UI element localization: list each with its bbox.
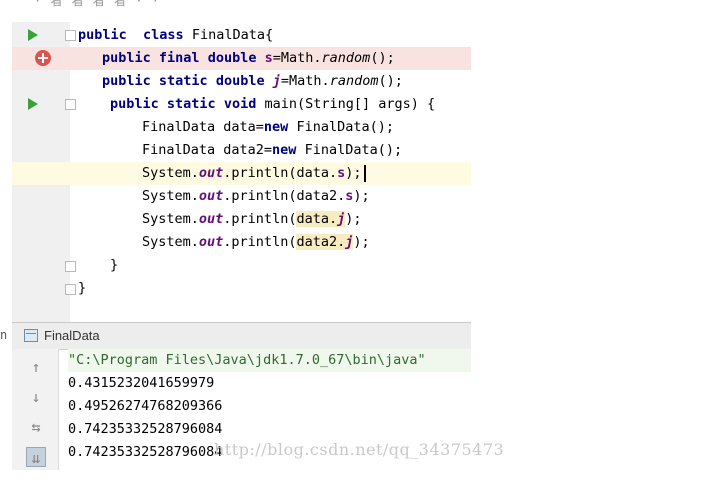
keyword: public [78,27,127,43]
keyword: new [272,142,297,158]
code-line[interactable]: public static double j=Math.random(); [12,70,471,93]
keyword: static [166,96,216,112]
fold-marker-icon[interactable] [65,284,76,295]
code-line[interactable]: public class FinalData{ [12,24,471,47]
code-text: (); [370,50,395,66]
keyword: class [143,27,184,43]
code-text: FinalData(); [296,119,394,135]
code-line[interactable]: System.out.println(data.j); [12,208,471,231]
code-text: System. [142,188,199,204]
console-command-line: "C:\Program Files\Java\jdk1.7.0_67\bin\j… [68,349,471,372]
console-output[interactable]: "C:\Program Files\Java\jdk1.7.0_67\bin\j… [68,349,471,470]
code-text: data2. [296,234,346,250]
keyword: static [158,73,208,89]
run-tab[interactable]: FinalData [12,322,471,350]
code-line[interactable]: } [12,254,471,277]
static-field: out [198,234,224,250]
run-main-icon[interactable] [28,98,38,110]
keyword: void [223,96,257,112]
code-text: .println( [223,211,297,227]
watermark: http://blog.csdn.net/qq_34375473 [214,440,505,459]
method-name: random [321,50,371,66]
code-editor[interactable]: public class FinalData{ public final dou… [12,22,471,322]
code-line[interactable]: FinalData data2=new FinalData(); [12,139,471,162]
run-tab-label: FinalData [44,328,100,343]
code-text: .println( [223,234,297,250]
keyword: public [102,50,151,66]
code-text: ); [345,165,362,181]
code-line[interactable]: System.out.println(data2.j); [12,231,471,254]
static-field: out [198,211,224,227]
field-name: s [337,165,346,181]
static-field: out [198,165,224,181]
left-cut-text: n [0,328,8,342]
console-line: 0.7423533252879608​4 [68,421,223,437]
code-text: FinalData{ [191,27,274,43]
code-text: ); [353,234,370,250]
breakpoint-icon[interactable] [35,50,51,66]
keyword: new [263,119,289,135]
run-toolbar: ↑ ↓ ⇆ ⇊ [12,349,59,470]
code-text: System. [142,211,199,227]
code-text: } [78,280,87,296]
top-cut-text: · 看 看 看 看 · · [34,0,161,8]
fold-marker-icon[interactable] [65,30,76,41]
code-text: System. [142,165,199,181]
text-caret [363,164,366,182]
code-text: FinalData data= [142,119,264,135]
keyword: double [215,73,265,89]
up-stack-trace-icon[interactable]: ↑ [31,358,41,376]
run-class-icon[interactable] [28,29,38,41]
field-name: j [337,211,346,227]
code-line[interactable]: System.out.println(data2.s); [12,185,471,208]
code-line-current[interactable]: System.out.println(data.s); [12,162,471,185]
console-line: 0.49526274768209366 [68,398,223,414]
console-line: 0.4315232041659979 [68,375,215,391]
soft-wrap-icon[interactable]: ⇆ [31,418,41,436]
fold-marker-icon[interactable] [65,99,76,110]
static-field: out [198,188,224,204]
code-text: FinalData data2= [142,142,273,158]
code-text: ); [353,188,370,204]
field-name: s [264,50,273,66]
code-line-breakpoint[interactable]: public final double s=Math.random(); [12,47,471,70]
code-line[interactable]: FinalData data=new FinalData(); [12,116,471,139]
code-text: System. [142,234,199,250]
fold-marker-icon[interactable] [65,261,76,272]
field-name: j [345,234,354,250]
keyword: final [158,50,200,66]
code-text: .println(data2. [223,188,346,204]
code-line[interactable]: } [12,277,471,300]
code-line[interactable]: public static void main(String[] args) { [12,93,471,116]
code-text: .println(data. [223,165,338,181]
code-text: data. [296,211,338,227]
code-text: ); [345,211,362,227]
down-stack-trace-icon[interactable]: ↓ [31,388,41,406]
application-icon [24,329,38,342]
code-text: main(String[] args) { [264,96,436,112]
keyword: double [207,50,257,66]
field-name: j [272,73,281,89]
run-tool-window[interactable]: FinalData ↑ ↓ ⇆ ⇊ "C:\Program Files\Java… [12,322,471,470]
field-name: s [345,188,354,204]
console-line: 0.7423533252879608​4 [68,444,223,460]
code-text: (); [378,73,403,89]
code-text: } [110,257,119,273]
keyword: public [102,73,151,89]
code-text: FinalData(); [304,142,403,158]
scroll-to-end-icon[interactable]: ⇊ [26,447,46,467]
code-text: =Math. [272,50,322,66]
keyword: public [110,96,159,112]
method-name: random [329,73,379,89]
code-text: =Math. [280,73,330,89]
